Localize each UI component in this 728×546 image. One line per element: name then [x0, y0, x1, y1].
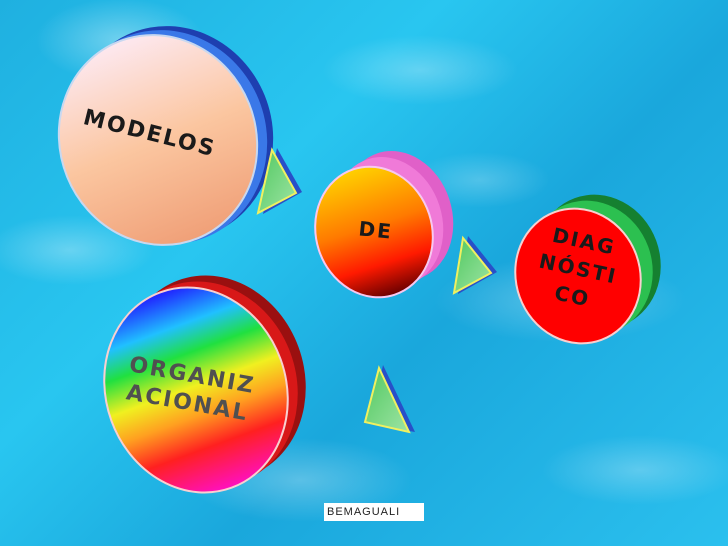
arrow-de-to-diagnostico	[452, 235, 497, 295]
node-de: DE	[314, 151, 454, 299]
node-modelos: MODELOS	[57, 26, 274, 246]
arrow-modelos-to-de	[256, 147, 302, 215]
arrow-diagnostico-to-organizacional	[363, 365, 415, 434]
author-caption: BEMAGUALI	[324, 503, 424, 521]
node-organizacional: ORGANIZ ACIONAL	[103, 275, 306, 494]
de-label: DE	[357, 216, 394, 243]
node-diagnostico: DIAG NÓSTI CO	[514, 194, 661, 345]
